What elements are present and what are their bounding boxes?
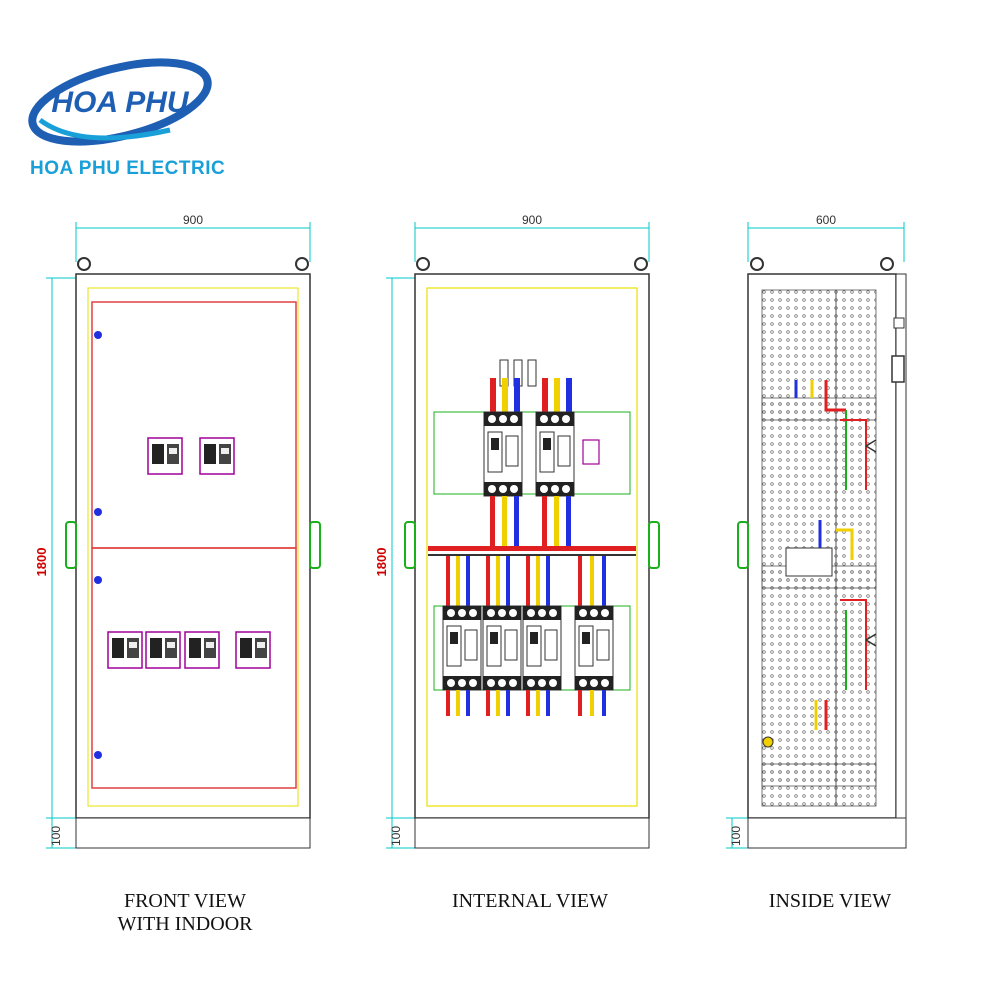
earth-terminal-icon [762, 736, 774, 748]
incoming-terminals [490, 359, 572, 414]
breaker-icon [107, 631, 143, 669]
door-hinge-icon [893, 317, 905, 329]
inside-conductors [794, 380, 867, 730]
internal-view-caption: INTERNAL VIEW [430, 890, 630, 913]
inside-width-label: 600 [816, 213, 836, 227]
internal-view: 900 1800 100 [374, 213, 660, 849]
breaker-icon [199, 437, 235, 475]
busbar-support [428, 554, 636, 556]
breaker-icon [145, 631, 181, 669]
contactor-icon [582, 439, 600, 465]
inside-base-plinth [747, 817, 907, 849]
hinge-icon [94, 751, 102, 759]
feeder-conductors [446, 556, 606, 606]
logo-text: HOA PHU [51, 86, 190, 119]
inside-height-dimension: 100 [726, 817, 748, 849]
feeder-mccb-icon [482, 605, 522, 691]
lifting-eye-icon [295, 257, 309, 271]
door-lock-icon[interactable] [891, 355, 905, 383]
hinge-icon [94, 576, 102, 584]
front-base-label: 100 [49, 826, 63, 846]
internal-base-plinth [414, 817, 650, 849]
front-view-caption: FRONT VIEW WITH INDOOR [90, 890, 280, 936]
breaker-handle-icon [865, 439, 877, 647]
front-caption-line-1: FRONT VIEW [123, 890, 247, 912]
internal-width-label: 900 [522, 213, 542, 227]
front-width-label: 900 [183, 213, 203, 227]
breaker-icon [235, 631, 271, 669]
inside-caption-line-1: INSIDE VIEW [768, 890, 892, 912]
feeder-mccb-icon [574, 605, 614, 691]
main-mccb-icon [535, 411, 575, 497]
cross-rail [761, 397, 877, 421]
inside-base-label: 100 [729, 826, 743, 846]
outgoing-conductors [446, 690, 606, 716]
mounting-plate-perforated [835, 289, 877, 807]
internal-base-label: 100 [389, 826, 403, 846]
lifting-eye-icon [77, 257, 91, 271]
din-rail-terminals [785, 547, 833, 577]
lower-door-outline [91, 547, 297, 789]
main-mccb-icon [483, 411, 523, 497]
side-handle-icon [65, 521, 77, 569]
inside-view: 600 100 [726, 213, 907, 849]
front-height-dimension: 1800 100 [34, 277, 76, 849]
internal-caption-line-1: INTERNAL VIEW [451, 890, 609, 912]
feeder-mccb-icon [522, 605, 562, 691]
breaker-icon [184, 631, 220, 669]
hinge-icon [94, 331, 102, 339]
inside-view-caption: INSIDE VIEW [740, 890, 920, 913]
front-cabinet-body [75, 273, 311, 819]
inside-width-dimension: 600 [747, 213, 905, 262]
internal-height-label: 1800 [374, 548, 389, 577]
front-width-dimension: 900 [75, 213, 311, 262]
internal-width-dimension: 900 [414, 213, 650, 262]
brand-name: HOA PHU ELECTRIC [30, 158, 226, 179]
logo: HOA PHU [20, 40, 220, 190]
lifting-eye-icon [416, 257, 430, 271]
side-handle-icon [309, 521, 321, 569]
internal-yellow-frame [426, 287, 638, 807]
front-caption-line-2: WITH INDOOR [117, 913, 253, 935]
lifting-eye-icon [880, 257, 894, 271]
hinge-icon [94, 508, 102, 516]
feeder-mccb-icon [442, 605, 482, 691]
main-busbar [428, 546, 636, 551]
front-view: 900 1800 100 [34, 213, 321, 849]
lifting-eye-icon [634, 257, 648, 271]
side-handle-icon [737, 521, 749, 569]
lifting-eye-icon [750, 257, 764, 271]
side-handle-icon [648, 521, 660, 569]
busbar-droppers [490, 496, 571, 546]
front-base-plinth [75, 817, 311, 849]
upper-mounting-zone [433, 411, 631, 495]
cross-rail [761, 763, 877, 787]
internal-height-dimension: 1800 100 [374, 277, 415, 849]
logo-swoosh-icon: HOA PHU [28, 58, 212, 146]
breaker-icon [147, 437, 183, 475]
side-handle-icon [404, 521, 416, 569]
front-yellow-frame [87, 287, 299, 807]
front-height-label: 1800 [34, 548, 49, 577]
